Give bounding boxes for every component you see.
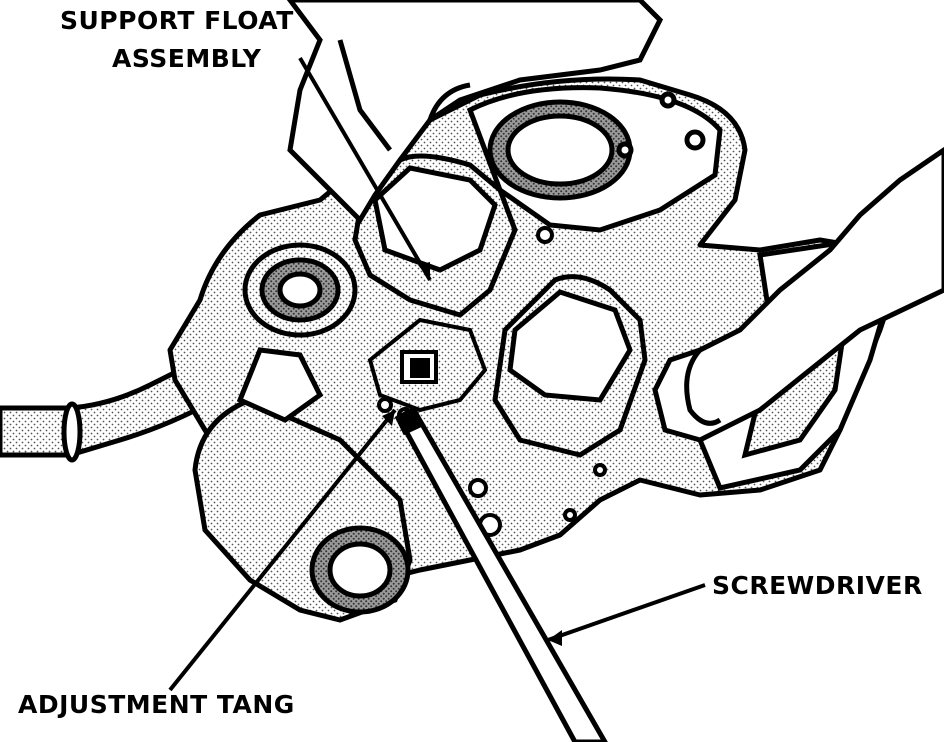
leader-screwdriver	[547, 583, 706, 642]
hand-top	[286, 0, 664, 225]
arrowhead-adjustment-tang	[382, 410, 395, 426]
leader-adjustment-tang	[168, 408, 397, 692]
float-hinge	[367, 317, 488, 423]
float-lower	[492, 274, 648, 458]
fuel-hose	[0, 361, 219, 463]
label-screwdriver: SCREWDRIVER	[712, 571, 923, 600]
label-support-float: SUPPORT FLOAT	[60, 6, 294, 35]
leader-lines	[168, 56, 706, 692]
body-ports	[468, 226, 607, 537]
leader-support-float	[298, 56, 432, 282]
arrowheads	[382, 262, 562, 646]
cover-plate	[466, 85, 723, 233]
float-upper	[352, 153, 518, 318]
arrowhead-support-float	[418, 262, 430, 280]
fuel-inlet-well	[242, 242, 358, 338]
choke-housing	[192, 347, 413, 623]
label-assembly: ASSEMBLY	[112, 44, 262, 73]
label-adjustment-tang: ADJUSTMENT TANG	[18, 690, 295, 719]
screwdriver-tool	[394, 406, 608, 742]
arrowhead-screwdriver	[548, 630, 562, 646]
hand-right	[652, 146, 944, 443]
